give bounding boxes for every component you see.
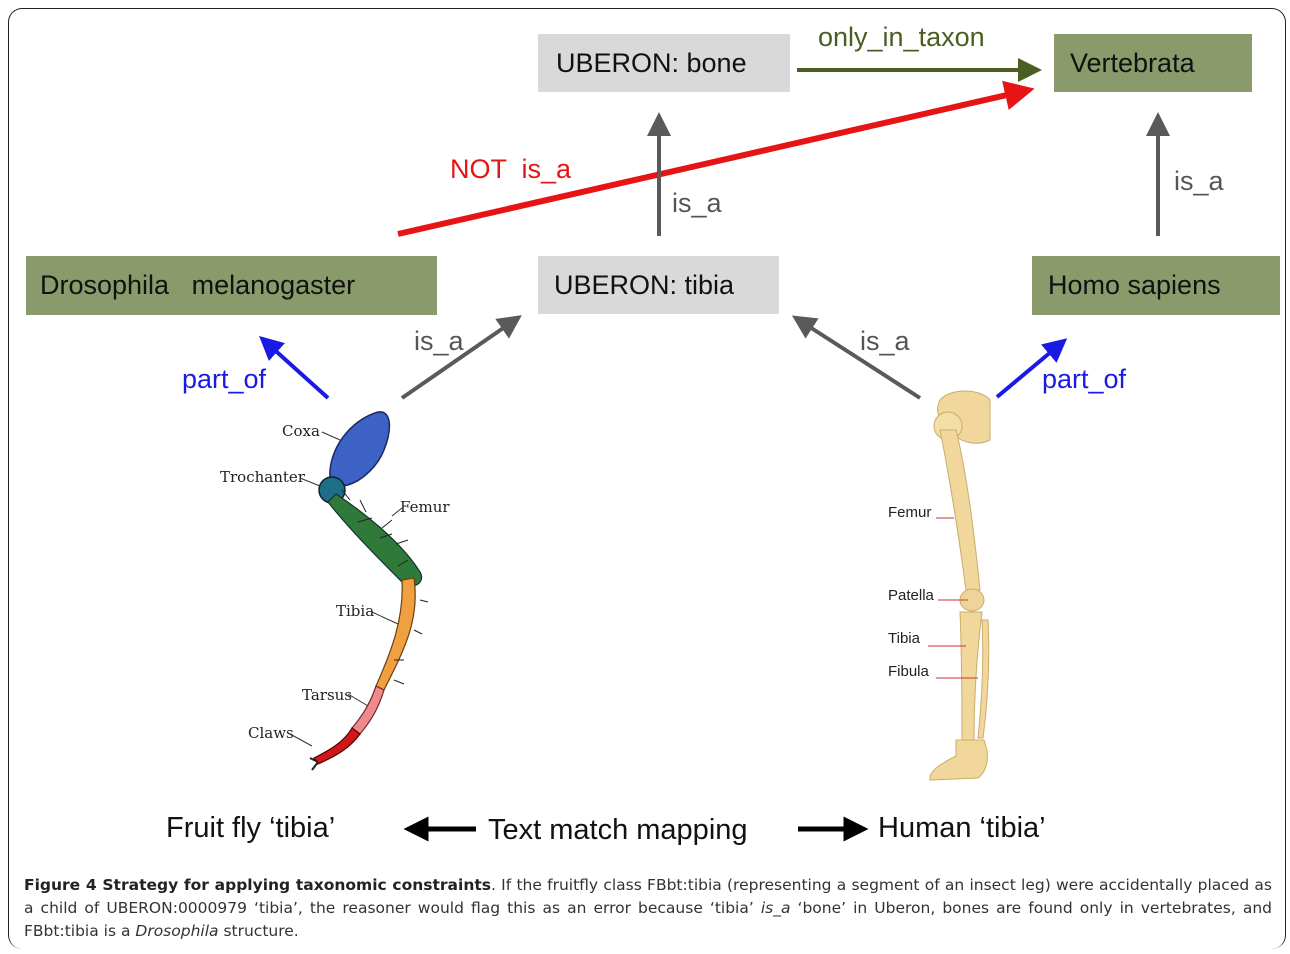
- edge-label-is-a-tibia-bone: is_a: [672, 188, 722, 218]
- human-label-fibula: Fibula: [888, 663, 929, 680]
- caption-italic-drosophila: Drosophila: [135, 922, 219, 940]
- is-a-arrow-fly-tibia: [400, 315, 522, 400]
- human-leg-illustration: [928, 390, 991, 781]
- caption-text-1: . If the fruitfly class FBbt:tibia (repr…: [24, 876, 1273, 917]
- edge-label-only-in-taxon: only_in_taxon: [818, 22, 985, 52]
- bottom-label-fruit-fly-tibia: Fruit fly ‘tibia’: [166, 812, 336, 844]
- fly-label-trochanter: Trochanter: [220, 468, 305, 486]
- fly-label-femur: Femur: [400, 498, 450, 516]
- human-label-tibia: Tibia: [888, 630, 920, 647]
- caption-title: Figure 4 Strategy for applying taxonomic…: [24, 876, 492, 894]
- fly-label-coxa: Coxa: [282, 422, 320, 440]
- edge-label-is-a-homo-vertebrata: is_a: [1174, 166, 1224, 196]
- human-label-femur: Femur: [888, 504, 932, 521]
- caption-text-2: ‘bone’ in Uberon, bones are found only i…: [24, 899, 1272, 940]
- fly-label-claws: Claws: [248, 724, 294, 742]
- edge-label-is-a-human-tibia: is_a: [860, 326, 910, 356]
- part-of-arrow-human: [995, 338, 1068, 399]
- node-uberon-bone: UBERON: bone: [538, 34, 790, 92]
- edge-label-is-a-fly-tibia: is_a: [414, 326, 464, 356]
- figure-caption: Figure 4 Strategy for applying taxonomic…: [24, 874, 1272, 943]
- bottom-label-human-tibia: Human ‘tibia’: [878, 812, 1046, 844]
- caption-italic-is-a: is_a: [760, 899, 791, 917]
- node-homo-sapiens: Homo sapiens: [1032, 256, 1280, 315]
- caption-text-3: structure.: [218, 922, 299, 940]
- not-is-a-arrow: [397, 80, 1035, 237]
- figure-frame: [8, 8, 1286, 949]
- fruit-fly-leg-illustration: [289, 411, 429, 771]
- edge-label-not-is-a: NOT is_a: [450, 154, 572, 184]
- fly-label-tarsus: Tarsus: [302, 686, 353, 704]
- part-of-arrow-fly: [259, 335, 330, 400]
- edge-label-part-of-human: part_of: [1042, 364, 1127, 394]
- bottom-label-text-match-mapping: Text match mapping: [488, 814, 748, 846]
- human-label-patella: Patella: [888, 587, 934, 604]
- node-drosophila-melanogaster: Drosophila melanogaster: [26, 256, 437, 315]
- is-a-arrow-human-tibia: [791, 315, 922, 400]
- node-vertebrata: Vertebrata: [1054, 34, 1252, 92]
- node-uberon-tibia: UBERON: tibia: [538, 256, 779, 314]
- edge-label-part-of-fly: part_of: [182, 364, 267, 394]
- fly-label-tibia: Tibia: [336, 602, 375, 620]
